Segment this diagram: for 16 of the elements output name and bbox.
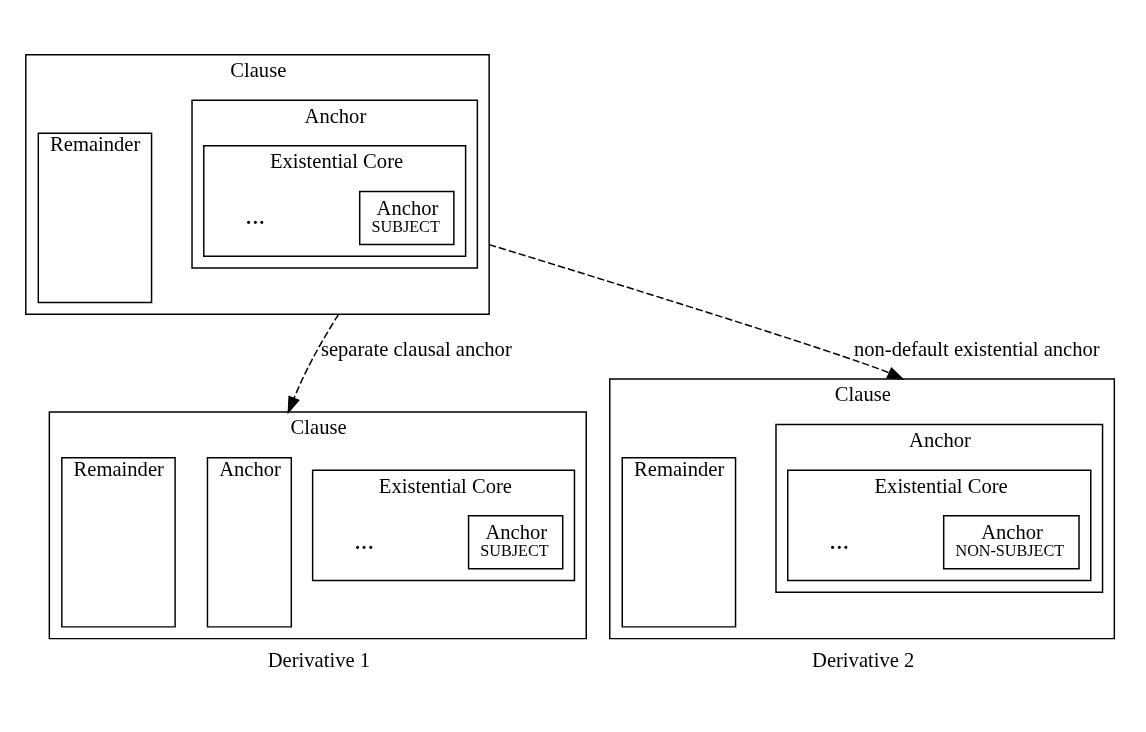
arrow xyxy=(488,243,905,380)
node-box: Anchor SUBJECT xyxy=(467,514,564,569)
label: ... xyxy=(829,524,850,555)
node-box: Remainder xyxy=(37,132,153,303)
label: ... xyxy=(245,199,266,230)
node-box: Anchor NON-SUBJECT xyxy=(942,514,1080,569)
node-box: Remainder xyxy=(621,456,737,628)
edge-label: non-default existential anchor xyxy=(853,337,1100,360)
node-label: Derivative 2 xyxy=(812,648,915,671)
label: ... xyxy=(354,524,375,555)
node-box: Anchor xyxy=(206,456,293,628)
edge-label: separate clausal anchor xyxy=(320,337,512,360)
arrow xyxy=(287,313,340,414)
node-label: Derivative 1 xyxy=(267,648,371,671)
node-box: Remainder xyxy=(61,456,176,628)
node-box: Anchor SUBJECT xyxy=(358,190,455,245)
